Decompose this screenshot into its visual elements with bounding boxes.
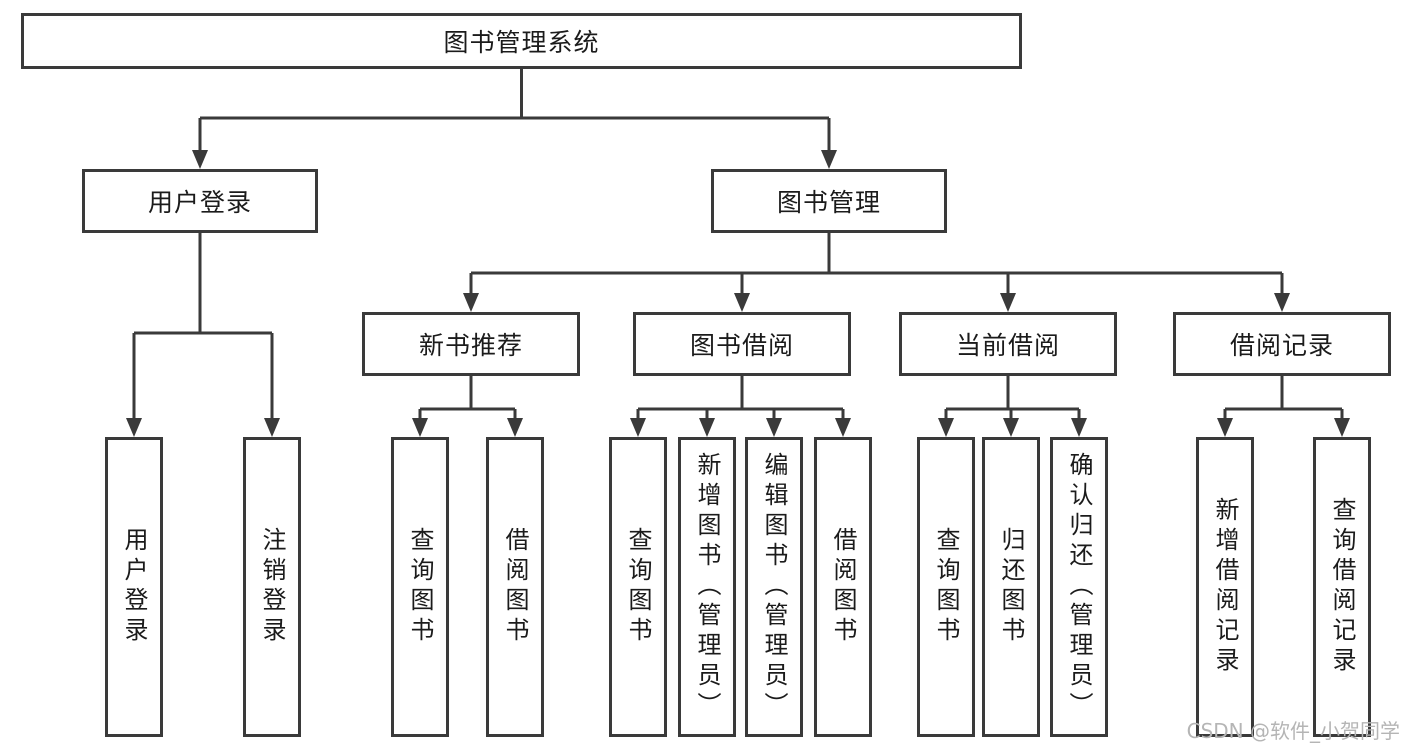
leaf-label: 借阅图书: [501, 527, 529, 647]
leaf-label: 新增借阅记录: [1211, 497, 1239, 677]
node-label: 图书管理: [776, 188, 881, 217]
node-new-book-recommendation: 新书推荐: [362, 312, 580, 376]
node-label: 用户登录: [147, 188, 252, 217]
leaf-label: 借阅图书: [829, 527, 857, 647]
leaf-add-books-admin: 新增图书（管理员）: [678, 437, 736, 737]
leaf-label: 查询图书: [406, 527, 434, 647]
leaf-add-borrow-record: 新增借阅记录: [1196, 437, 1254, 737]
node-current-borrowing: 当前借阅: [899, 312, 1117, 376]
leaf-borrow-books-recommend: 借阅图书: [486, 437, 544, 737]
leaf-return-books: 归还图书: [982, 437, 1040, 737]
node-label: 借阅记录: [1229, 331, 1334, 360]
node-label: 新书推荐: [418, 331, 523, 360]
leaf-query-books-borrow: 查询图书: [609, 437, 667, 737]
leaf-edit-books-admin: 编辑图书（管理员）: [745, 437, 803, 737]
node-library-management-system: 图书管理系统: [21, 13, 1022, 69]
leaf-borrow-books: 借阅图书: [814, 437, 872, 737]
leaf-user-login: 用户登录: [105, 437, 163, 737]
leaf-query-books-current: 查询图书: [917, 437, 975, 737]
leaf-label: 注销登录: [258, 527, 286, 647]
node-label: 当前借阅: [955, 331, 1060, 360]
leaf-label: 查询图书: [932, 527, 960, 647]
node-label: 图书借阅: [689, 331, 794, 360]
leaf-label: 编辑图书（管理员）: [760, 452, 788, 722]
node-book-borrowing: 图书借阅: [633, 312, 851, 376]
leaf-logout: 注销登录: [243, 437, 301, 737]
leaf-confirm-return-admin: 确认归还（管理员）: [1050, 437, 1108, 737]
csdn-watermark: CSDN @软件_小贺同学: [1186, 719, 1400, 743]
leaf-label: 查询图书: [624, 527, 652, 647]
node-borrowing-records: 借阅记录: [1173, 312, 1391, 376]
leaf-label: 用户登录: [120, 527, 148, 647]
leaf-label: 查询借阅记录: [1328, 497, 1356, 677]
leaf-label: 归还图书: [997, 527, 1025, 647]
leaf-label: 新增图书（管理员）: [693, 452, 721, 722]
node-book-management: 图书管理: [711, 169, 947, 233]
node-user-login: 用户登录: [82, 169, 318, 233]
leaf-query-borrow-record: 查询借阅记录: [1313, 437, 1371, 737]
node-label: 图书管理系统: [443, 28, 600, 57]
leaf-label: 确认归还（管理员）: [1065, 452, 1093, 722]
leaf-query-books-recommend: 查询图书: [391, 437, 449, 737]
